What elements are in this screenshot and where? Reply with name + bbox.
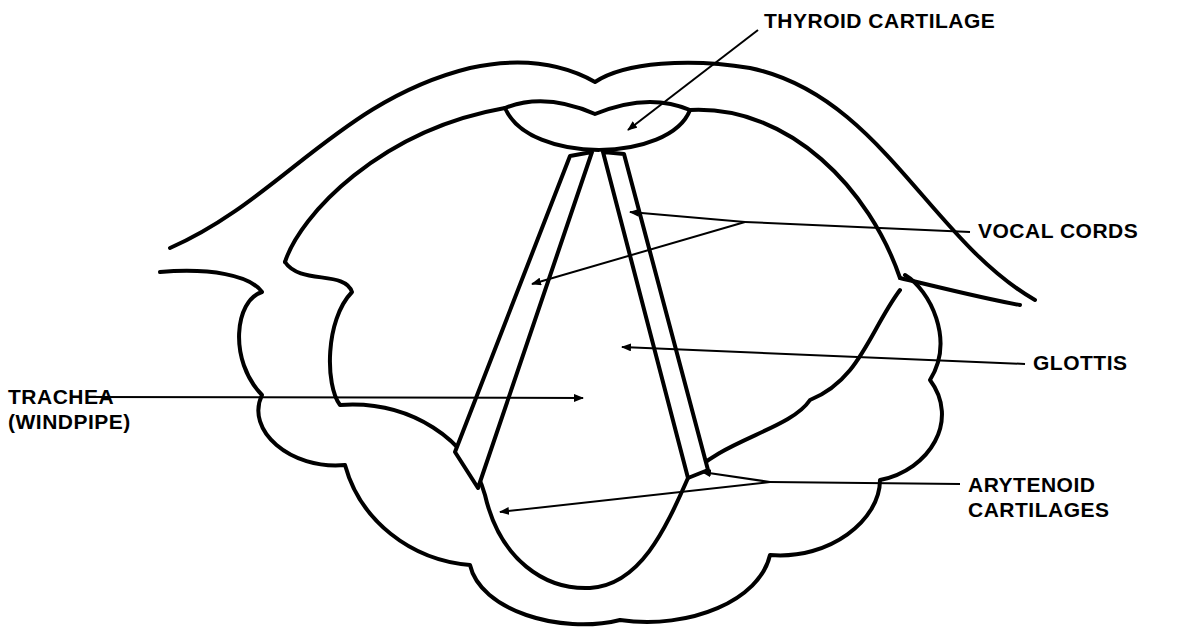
leader-line	[622, 347, 1025, 364]
band-inner-line	[690, 110, 900, 278]
part-label: GLOTTIS	[1033, 350, 1178, 375]
leader-line	[702, 472, 770, 482]
leader-line	[770, 482, 960, 484]
leader-line	[500, 482, 770, 512]
leader-line	[745, 222, 970, 232]
leader-line	[88, 397, 583, 398]
band-inner-line	[285, 108, 505, 262]
thyroid-cartilage	[505, 101, 690, 150]
part-label: TRACHEA (WINDPIPE)	[8, 384, 168, 434]
part-label: ARYTENOID CARTILAGES	[968, 472, 1178, 522]
leader-line	[532, 222, 745, 284]
band-lower-right	[900, 278, 1020, 305]
vocal-cord	[603, 152, 708, 478]
leader-line	[630, 212, 745, 222]
leader-line	[628, 30, 758, 130]
lobed-outline	[160, 271, 942, 624]
inner-outline	[285, 262, 900, 588]
part-label: THYROID CARTILAGE	[764, 8, 1164, 33]
part-label: VOCAL CORDS	[978, 218, 1178, 243]
vocal-cord	[455, 152, 592, 488]
outer-outline	[170, 63, 1035, 300]
